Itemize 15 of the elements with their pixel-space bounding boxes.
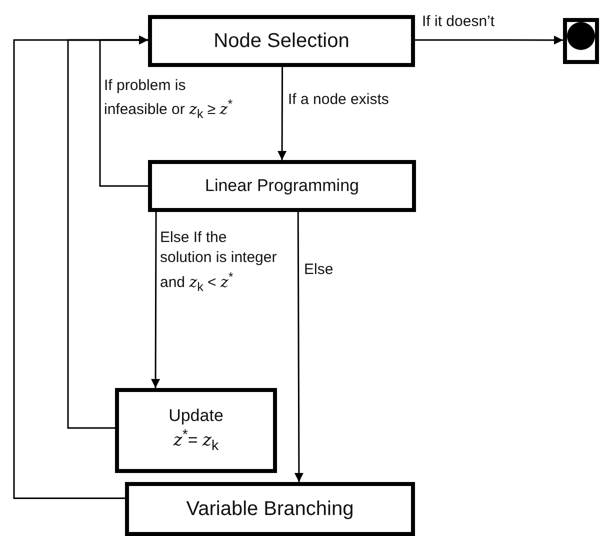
process-box <box>125 482 415 536</box>
end-terminal-box <box>563 18 599 64</box>
arrow <box>13 35 148 499</box>
process-box <box>148 160 416 212</box>
process-box <box>115 388 277 473</box>
box-label: Update <box>168 406 224 427</box>
arrow <box>151 212 160 388</box>
arrow <box>278 67 287 160</box>
box-label: Variable Branching <box>186 497 354 521</box>
arrow <box>294 212 304 482</box>
box-label: Node Selection <box>214 29 350 53</box>
formula-text: z$^{*}$= z$_{k}$ <box>173 426 219 455</box>
box-label: Linear Programming <box>204 176 359 196</box>
process-box <box>148 15 415 67</box>
arrow <box>415 36 563 45</box>
